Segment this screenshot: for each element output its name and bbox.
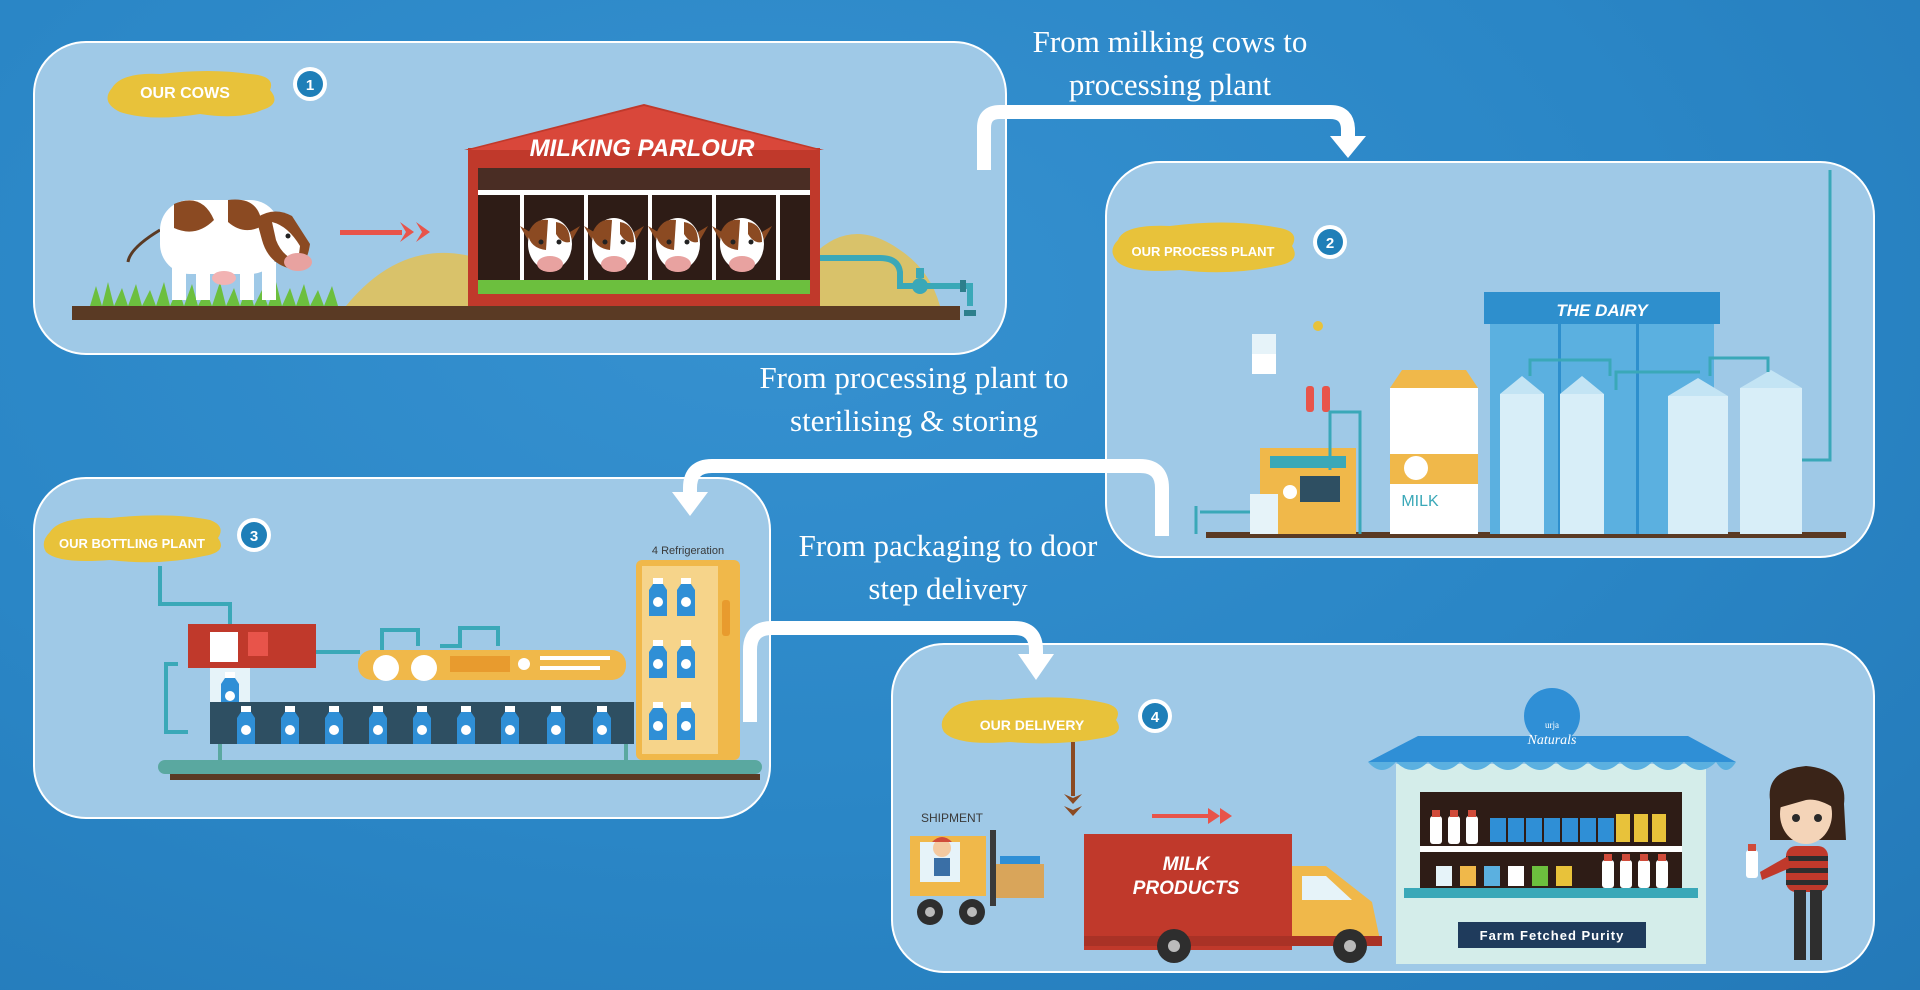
dairy-shop: urja Naturals Farm Fetched Purity [1368,688,1736,964]
connector-arrow-1-2 [977,105,1366,170]
caption-line: step delivery [868,571,1028,606]
gauge-console [358,650,626,681]
caption-line: sterilising & storing [790,403,1038,438]
building-sign: MILKING PARLOUR [530,135,756,162]
shop-brand-small: urja [1545,720,1559,730]
shop-brand: Naturals [1526,733,1577,748]
girl-character [1746,766,1846,960]
milk-carton: MILK [1390,370,1478,534]
caption-line: From packaging to door [798,528,1098,563]
panel-delivery [891,643,1875,973]
badge-label: OUR COWS [140,85,230,102]
milk-pipe [820,255,976,316]
step-badge-1: 1 [293,67,327,101]
cow-illustration [126,199,312,300]
bottling-pipe [158,566,232,734]
caption-line: From processing plant to [759,360,1069,395]
truck-label-line2: PRODUCTS [1133,878,1240,899]
forklift-label: SHIPMENT [921,811,984,825]
badge-our-process-plant: OUR PROCESS PLANT [1112,222,1295,273]
badge-label: OUR PROCESS PLANT [1131,244,1274,259]
carton-label: MILK [1401,493,1439,510]
badge-our-cows: OUR COWS [107,71,275,118]
forklift: SHIPMENT [910,811,1044,925]
building-sign: THE DAIRY [1556,301,1649,320]
badge-our-bottling-plant: OUR BOTTLING PLANT [43,515,221,563]
move-arrow [340,222,430,242]
step-badge-2: 2 [1313,225,1347,259]
truck-arrow [1152,808,1232,824]
shop-sign: Farm Fetched Purity [1480,928,1625,943]
filling-machine [188,624,316,710]
caption-packaging-to-delivery: From packaging to door step delivery [770,524,1126,610]
step-badge-4: 4 [1138,699,1172,733]
step-number: 1 [306,77,314,94]
dairy-building: THE DAIRY [1484,170,1832,534]
ground-strip [1206,532,1846,538]
step-number: 4 [1151,709,1160,726]
caption-line: From milking cows to [1032,24,1308,59]
connector-arrow-3-4 [743,621,1054,722]
ground-strip [72,306,960,320]
badge-label: OUR DELIVERY [980,717,1085,733]
caption-plant-to-storing: From processing plant to sterilising & s… [724,356,1104,442]
caption-line: processing plant [1068,67,1272,102]
caption-cows-to-plant: From milking cows to processing plant [1012,20,1328,106]
step-number: 2 [1326,235,1334,252]
truck-label-line1: MILK [1163,854,1211,875]
down-arrow [1064,742,1082,816]
milking-parlour-building: MILKING PARLOUR [464,104,824,306]
processing-machine [1194,321,1362,534]
connector-arrow-2-3 [672,459,1169,536]
badge-our-delivery: OUR DELIVERY [941,697,1119,744]
conveyor-belt [158,702,762,780]
step-badge-3: 3 [237,518,271,552]
badge-label: OUR BOTTLING PLANT [59,536,205,551]
fridge-label: 4 Refrigeration [652,545,724,557]
refrigerator: 4 Refrigeration [636,545,740,760]
step-number: 3 [250,528,258,545]
delivery-truck: MILK PRODUCTS [1084,834,1382,963]
